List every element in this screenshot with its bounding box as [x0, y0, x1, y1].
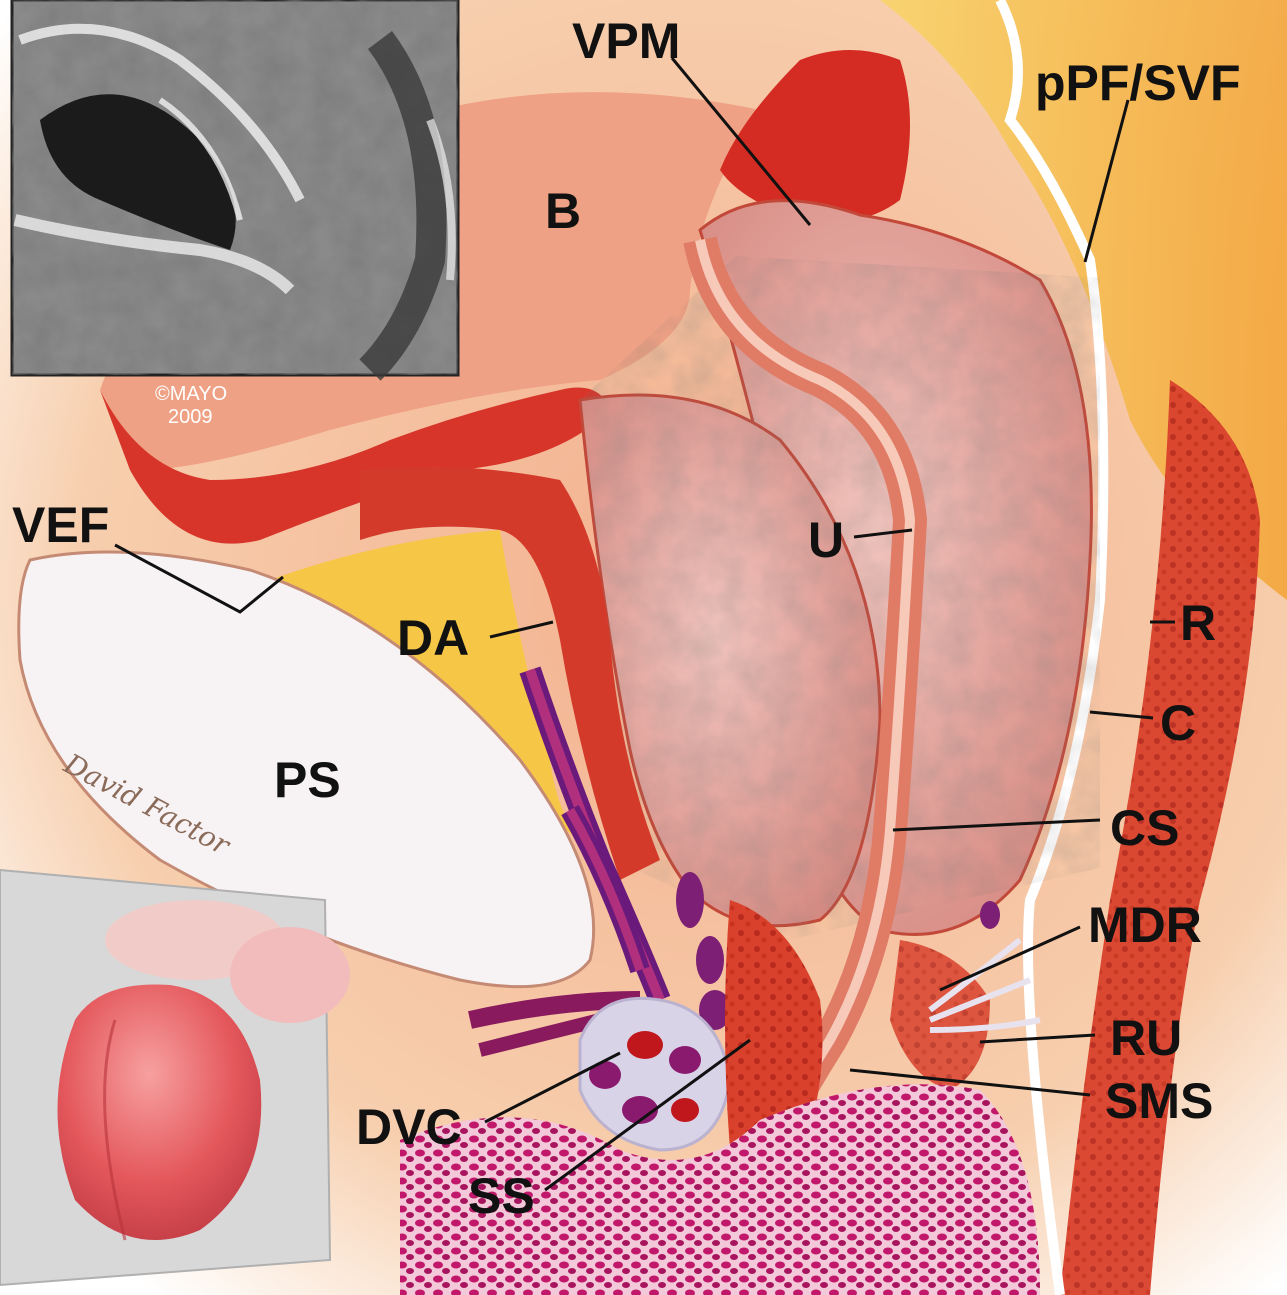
label-u: U — [808, 512, 844, 568]
label-sms: SMS — [1105, 1073, 1213, 1129]
label-da: DA — [397, 610, 469, 666]
label-dvc: DVC — [356, 1099, 462, 1155]
label-mdr: MDR — [1088, 897, 1202, 953]
orientation-inset — [0, 870, 350, 1285]
copyright-line2: 2009 — [168, 406, 213, 428]
label-ss: SS — [468, 1168, 535, 1224]
prostate-texture — [580, 220, 1100, 940]
mri-inset — [12, 0, 458, 375]
label-b: B — [545, 183, 581, 239]
label-cs: CS — [1110, 800, 1179, 856]
copyright-line1: ©MAYO — [155, 383, 227, 405]
label-c: C — [1160, 695, 1196, 751]
label-vef: VEF — [12, 497, 109, 553]
label-ps: PS — [274, 752, 341, 808]
label-ru: RU — [1110, 1010, 1182, 1066]
label-vpm: VPM — [572, 13, 680, 69]
label-ppf-svf: pPF/SVF — [1035, 55, 1241, 111]
label-r: R — [1180, 595, 1216, 651]
